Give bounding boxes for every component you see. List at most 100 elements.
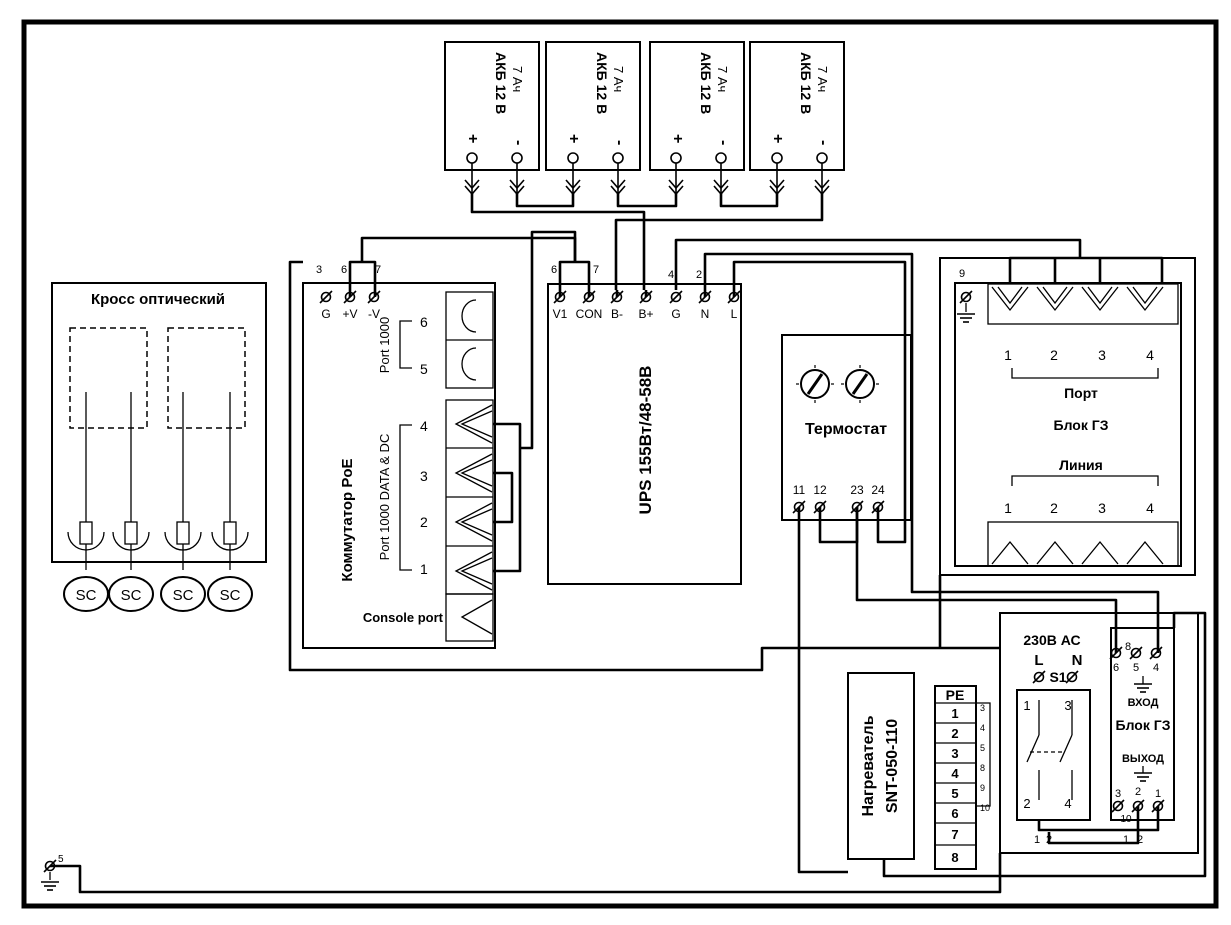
battery-wire bbox=[616, 192, 678, 208]
gz-line-pin: 3 bbox=[1098, 500, 1106, 516]
gz-in-term: 4 bbox=[1153, 662, 1159, 674]
ups-terminal: CON bbox=[576, 307, 603, 321]
gz-input-label: ВХОД bbox=[1128, 697, 1159, 709]
ups-wire-num: 2 bbox=[696, 269, 702, 281]
heater-model: SNT-050-110 bbox=[884, 719, 901, 813]
gz-in-term: 6 bbox=[1113, 662, 1119, 674]
terminal-row: 6 bbox=[951, 806, 958, 821]
breaker-voltage: 230В АС bbox=[1023, 632, 1080, 648]
breaker-name: S1 bbox=[1049, 669, 1066, 685]
battery-2: АКБ 12 В 7 Ач + - bbox=[545, 41, 641, 195]
gz-port-pin: 1 bbox=[1004, 347, 1012, 363]
terminal-header: PE bbox=[946, 687, 965, 703]
terminal-row: 2 bbox=[951, 726, 958, 741]
switch-terminal: -V bbox=[368, 307, 380, 321]
switch-terminal: G bbox=[321, 307, 330, 321]
port1000-label: Port 1000 bbox=[377, 317, 392, 373]
ups-title: UPS 155Вт/48-58В bbox=[636, 366, 655, 515]
gz-in-term: 5 bbox=[1133, 662, 1139, 674]
thermostat-terminal: 24 bbox=[871, 483, 885, 497]
thermostat: Термостат 11 12 23 24 bbox=[781, 334, 912, 521]
battery-1: АКБ 12 В 7 Ач + - bbox=[444, 41, 540, 195]
gz-ground-num: 9 bbox=[959, 268, 965, 280]
ups-terminal: B+ bbox=[638, 307, 653, 321]
ups-terminal: N bbox=[701, 307, 710, 321]
switch-title: Коммутатор PoE bbox=[339, 458, 356, 581]
gz-bottom-top-num: 8 bbox=[1125, 641, 1131, 653]
battery-wire bbox=[719, 192, 779, 208]
gz-block-top: 9 1 2 3 4 Порт Блок ГЗ Линия 1 2 3 4 bbox=[939, 257, 1196, 576]
terminal-row: 3 bbox=[951, 746, 958, 761]
breaker-n: N bbox=[1072, 652, 1083, 669]
battery-minus: - bbox=[510, 140, 527, 145]
gz-bus bbox=[1008, 256, 1164, 284]
switch-wire-num: 3 bbox=[316, 264, 322, 276]
terminal-side-num: 4 bbox=[980, 723, 985, 733]
poe-switch: Коммутатор PoE G +V -V 3 6 7 Port 1000 6… bbox=[302, 264, 496, 649]
interconnect-wires bbox=[50, 230, 1207, 894]
gz-bottom-num: 10 bbox=[1120, 814, 1132, 825]
thermostat-terminal: 12 bbox=[813, 483, 827, 497]
battery-3: АКБ 12 В 7 Ач + - bbox=[649, 41, 745, 195]
gz-line-pin: 4 bbox=[1146, 500, 1154, 516]
ground-num: 5 bbox=[58, 854, 64, 865]
battery-capacity: 7 Ач bbox=[510, 66, 525, 92]
sc-port bbox=[112, 521, 150, 570]
sc-label: SC bbox=[220, 587, 241, 604]
sc-port bbox=[67, 521, 105, 570]
ups: UPS 155Вт/48-58В V1 CON B- B+ G N L 6 7 … bbox=[547, 264, 742, 585]
sc-connectors: SC SC SC SC bbox=[63, 576, 253, 612]
cross-title: Кросс оптический bbox=[91, 291, 225, 308]
port-data-label: Port 1000 DATA & DC bbox=[377, 434, 392, 561]
port1000-pin: 6 bbox=[420, 314, 428, 330]
gz-block-bottom: 8 6 5 4 ВХОД Блок ГЗ ВЫХОД 3 2 1 10 1 2 bbox=[999, 612, 1199, 854]
terminal-side-num: 5 bbox=[980, 743, 985, 753]
sc-label: SC bbox=[76, 587, 97, 604]
battery-minus: - bbox=[611, 140, 628, 145]
battery-plus: + bbox=[565, 134, 582, 143]
gz-port-pin: 4 bbox=[1146, 347, 1154, 363]
switch-wire-num: 7 bbox=[375, 264, 381, 276]
optical-cross: Кросс оптический bbox=[51, 282, 267, 570]
ups-terminal: V1 bbox=[553, 307, 568, 321]
battery-plus: + bbox=[464, 134, 481, 143]
thermostat-terminal: 11 bbox=[793, 483, 806, 497]
breaker-s1: 230В АС L N S1 1 3 2 4 1 2 bbox=[1016, 632, 1091, 846]
gz-out-term: 2 bbox=[1135, 786, 1141, 798]
gz-line-label: Линия bbox=[1059, 457, 1103, 473]
gz-output-label: ВЫХОД bbox=[1122, 753, 1164, 765]
ups-wire-num: 7 bbox=[593, 264, 599, 276]
ups-terminal: L bbox=[731, 307, 738, 321]
gz-port-pin: 2 bbox=[1050, 347, 1058, 363]
sc-label: SC bbox=[121, 587, 142, 604]
battery-minus: - bbox=[815, 140, 832, 145]
port-data-pin: 1 bbox=[420, 561, 428, 577]
ups-wire-num: 6 bbox=[551, 264, 557, 276]
console-label: Console port bbox=[363, 610, 444, 625]
battery-title: АКБ 12 В bbox=[493, 52, 509, 114]
gz-bottom-num: 2 bbox=[1137, 834, 1143, 846]
gz-out-term: 1 bbox=[1155, 788, 1161, 800]
breaker-bottom-num: 1 bbox=[1034, 834, 1040, 846]
ups-terminal: G bbox=[671, 307, 680, 321]
battery-wire bbox=[515, 192, 575, 208]
battery-title: АКБ 12 В bbox=[594, 52, 610, 114]
battery-capacity: 7 Ач bbox=[611, 66, 626, 92]
breaker-pin: 4 bbox=[1064, 796, 1071, 811]
thermostat-terminal: 23 bbox=[850, 483, 864, 497]
gz-line-pin: 1 bbox=[1004, 500, 1012, 516]
battery-capacity: 7 Ач bbox=[715, 66, 730, 92]
battery-minus: - bbox=[715, 140, 732, 145]
ups-terminal: B- bbox=[611, 307, 623, 321]
terminal-row: 7 bbox=[951, 827, 958, 842]
sc-port bbox=[211, 521, 249, 570]
breaker-pin: 2 bbox=[1023, 796, 1030, 811]
terminal-row: 5 bbox=[951, 786, 958, 801]
patch-wire bbox=[493, 422, 522, 573]
gz-port-pin: 3 bbox=[1098, 347, 1106, 363]
battery-plus: + bbox=[769, 134, 786, 143]
thermostat-title: Термостат bbox=[805, 421, 887, 438]
port1000-pin: 5 bbox=[420, 361, 428, 377]
battery-wire bbox=[614, 192, 824, 290]
terminal-row: 4 bbox=[951, 766, 959, 781]
